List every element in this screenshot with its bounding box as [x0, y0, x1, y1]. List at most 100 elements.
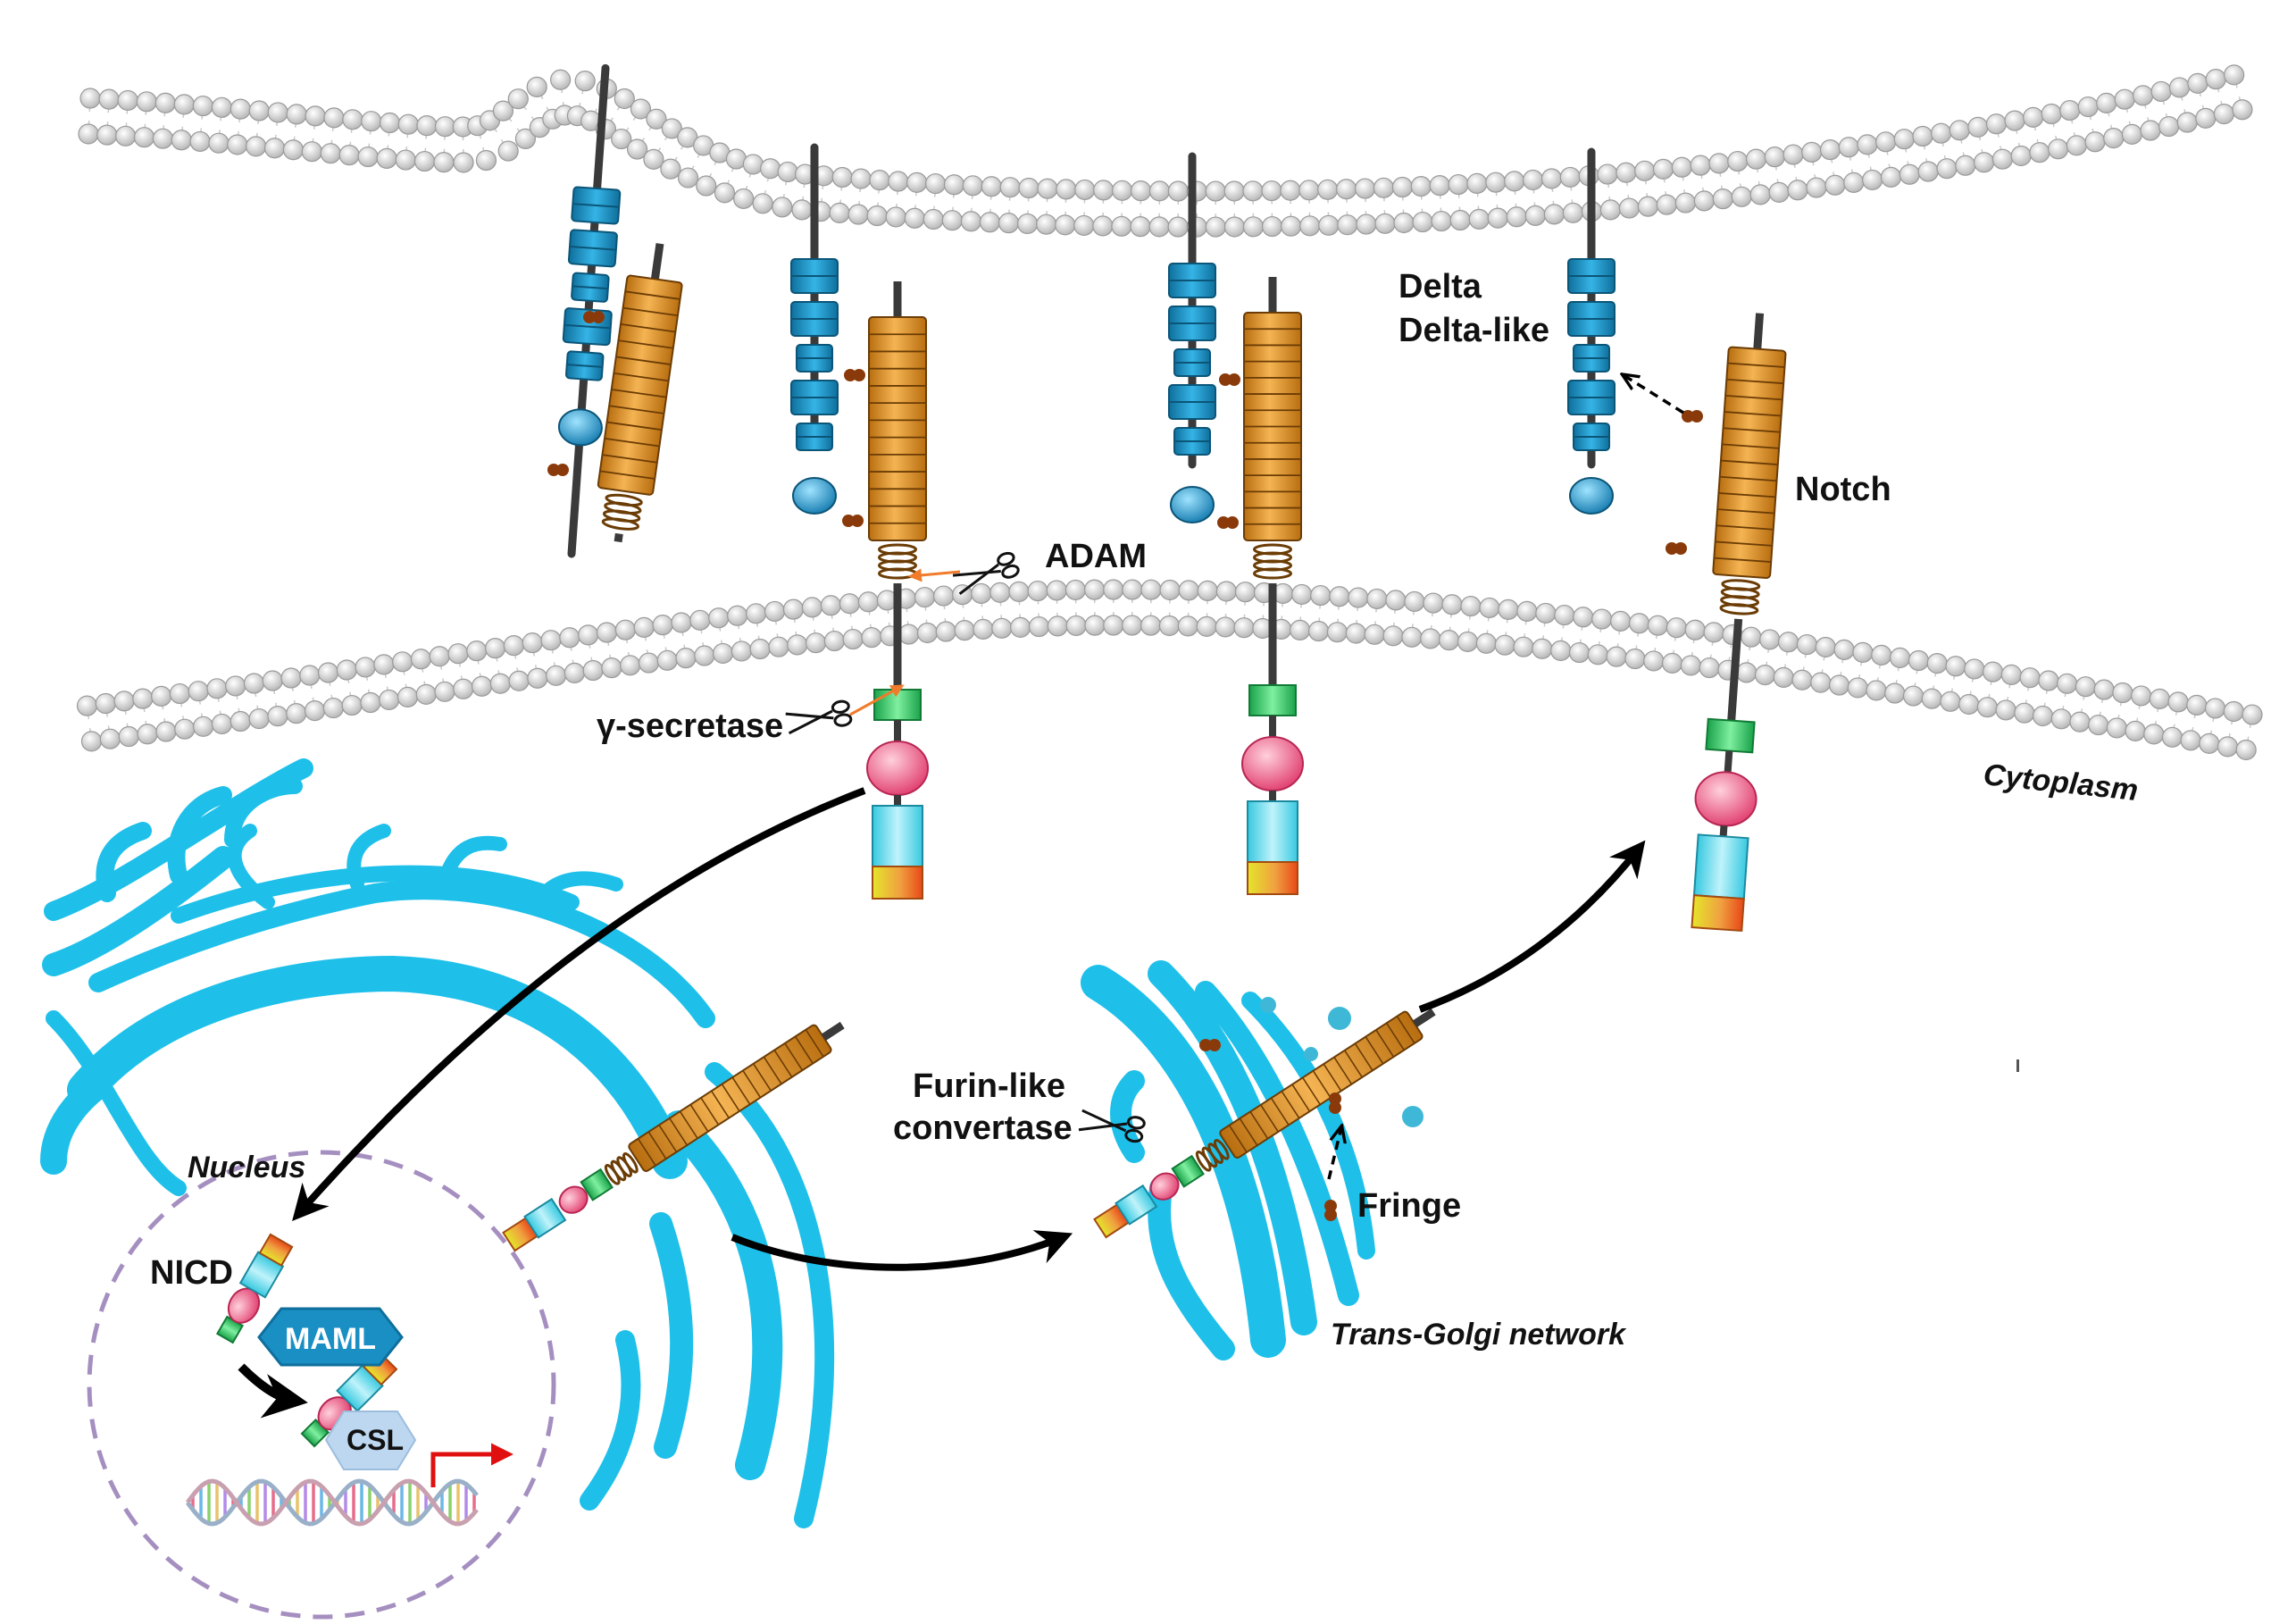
lipid-bead — [597, 623, 617, 642]
lipid-bead — [2039, 671, 2058, 691]
lipid-bead — [1093, 216, 1113, 236]
lipid-bead — [1348, 588, 1368, 607]
lipid-bead — [2236, 740, 2256, 759]
lipid-bead — [915, 588, 935, 607]
lipid-bead — [1141, 580, 1161, 599]
glycan-modification — [547, 464, 569, 476]
lipid-bead — [1853, 642, 1873, 662]
lipid-bead — [848, 205, 868, 224]
lipid-bead — [2015, 703, 2034, 723]
lipid-bead — [100, 729, 120, 749]
lipid-bead — [2151, 81, 2171, 101]
lipid-bead — [1047, 581, 1066, 600]
lipid-bead — [1085, 615, 1105, 635]
lipid-bead — [973, 619, 993, 639]
lipid-bead — [2085, 132, 2105, 152]
lipid-bead — [522, 633, 542, 653]
pest-domain — [1248, 862, 1298, 894]
lipid-bead — [1337, 180, 1357, 199]
lipid-bead — [1421, 629, 1440, 649]
lipid-bead — [980, 213, 999, 232]
lipid-bead — [1495, 635, 1515, 655]
lipid-bead — [1932, 123, 1951, 143]
lipid-bead — [676, 649, 696, 668]
lipid-bead — [2150, 689, 2169, 708]
lipid-bead — [1216, 582, 1236, 601]
lipid-bead — [2217, 737, 2237, 757]
lipid-bead — [2188, 73, 2208, 93]
delta-like-label: Delta-like — [1398, 312, 1549, 349]
lipid-bead — [374, 655, 394, 674]
lipid-bead — [1432, 212, 1451, 231]
lipid-bead — [1327, 623, 1347, 642]
notch-receptor — [1686, 311, 1790, 931]
dsl-n-terminus — [1570, 478, 1613, 514]
lipid-bead — [1965, 659, 1984, 679]
lipid-bead — [2001, 665, 2021, 684]
transcription-arrow — [433, 1454, 509, 1487]
delta-label: Delta — [1398, 268, 1482, 306]
lipid-bead — [114, 691, 134, 711]
lipid-bead — [1648, 615, 1667, 635]
lipid-bead — [116, 126, 136, 146]
lipid-bead — [152, 686, 171, 706]
lipid-bead — [1243, 217, 1263, 237]
lipid-bead — [1365, 624, 1384, 644]
lipid-bead — [1290, 620, 1310, 640]
lipid-bead — [1959, 694, 1979, 714]
lipid-bead — [137, 92, 156, 112]
lipid-bead — [1563, 203, 1582, 222]
lipid-bead — [1685, 620, 1705, 640]
lipid-bead — [2113, 682, 2133, 702]
lipid-bead — [1375, 213, 1395, 233]
lipid-bead — [1532, 639, 1552, 658]
lipid-bead — [1663, 653, 1682, 673]
lipid-bead — [765, 601, 785, 621]
lipid-bead — [396, 150, 415, 170]
lipid-bead — [1000, 178, 1020, 197]
lipid-bead — [1131, 217, 1150, 237]
lipid-bead — [2005, 111, 2025, 130]
lipid-bead — [1413, 213, 1432, 232]
lipid-bead — [889, 172, 908, 191]
lipid-bead — [1885, 683, 1905, 703]
lipid-bead — [1224, 181, 1244, 201]
lipid-bead — [1318, 180, 1338, 199]
lipid-bead — [783, 599, 803, 619]
lipid-bead — [862, 628, 881, 648]
lipid-bead — [1607, 647, 1626, 666]
lipid-bead — [504, 636, 523, 656]
lipid-bead — [268, 103, 288, 122]
lipid-bead — [207, 679, 227, 699]
lipid-bead — [1215, 617, 1235, 637]
lipid-bead — [1056, 215, 1075, 235]
lipid-bead — [1709, 154, 1729, 173]
lipid-bead — [1373, 178, 1393, 197]
lipid-bead — [934, 586, 954, 606]
lipid-bead — [1028, 582, 1048, 601]
lipid-bead — [78, 696, 97, 716]
lipid-bead — [1461, 597, 1481, 616]
lipid-bead — [1866, 681, 1886, 700]
lipid-bead — [1956, 155, 1975, 175]
lipid-bead — [81, 732, 101, 751]
lipid-bead — [138, 724, 157, 744]
glycan-modification — [842, 515, 864, 527]
lipid-bead — [119, 727, 138, 747]
lipid-bead — [621, 656, 640, 675]
lipid-bead — [1574, 607, 1593, 627]
lipid-bead — [1882, 167, 1901, 187]
lipid-bead — [1839, 138, 1858, 157]
lipid-bead — [1950, 121, 1969, 140]
lower-cell-membrane — [78, 580, 2262, 759]
lipid-bead — [472, 676, 492, 696]
lipid-bead — [1986, 114, 2006, 134]
lipid-bead — [1544, 205, 1564, 224]
adam-cleavage-arrow — [911, 572, 960, 576]
lipid-bead — [679, 168, 698, 188]
lipid-bead — [1807, 178, 1826, 197]
trans-golgi-label: Trans-Golgi network — [1331, 1318, 1627, 1352]
lipid-bead — [2011, 146, 2031, 165]
lipid-bead — [1644, 651, 1664, 671]
